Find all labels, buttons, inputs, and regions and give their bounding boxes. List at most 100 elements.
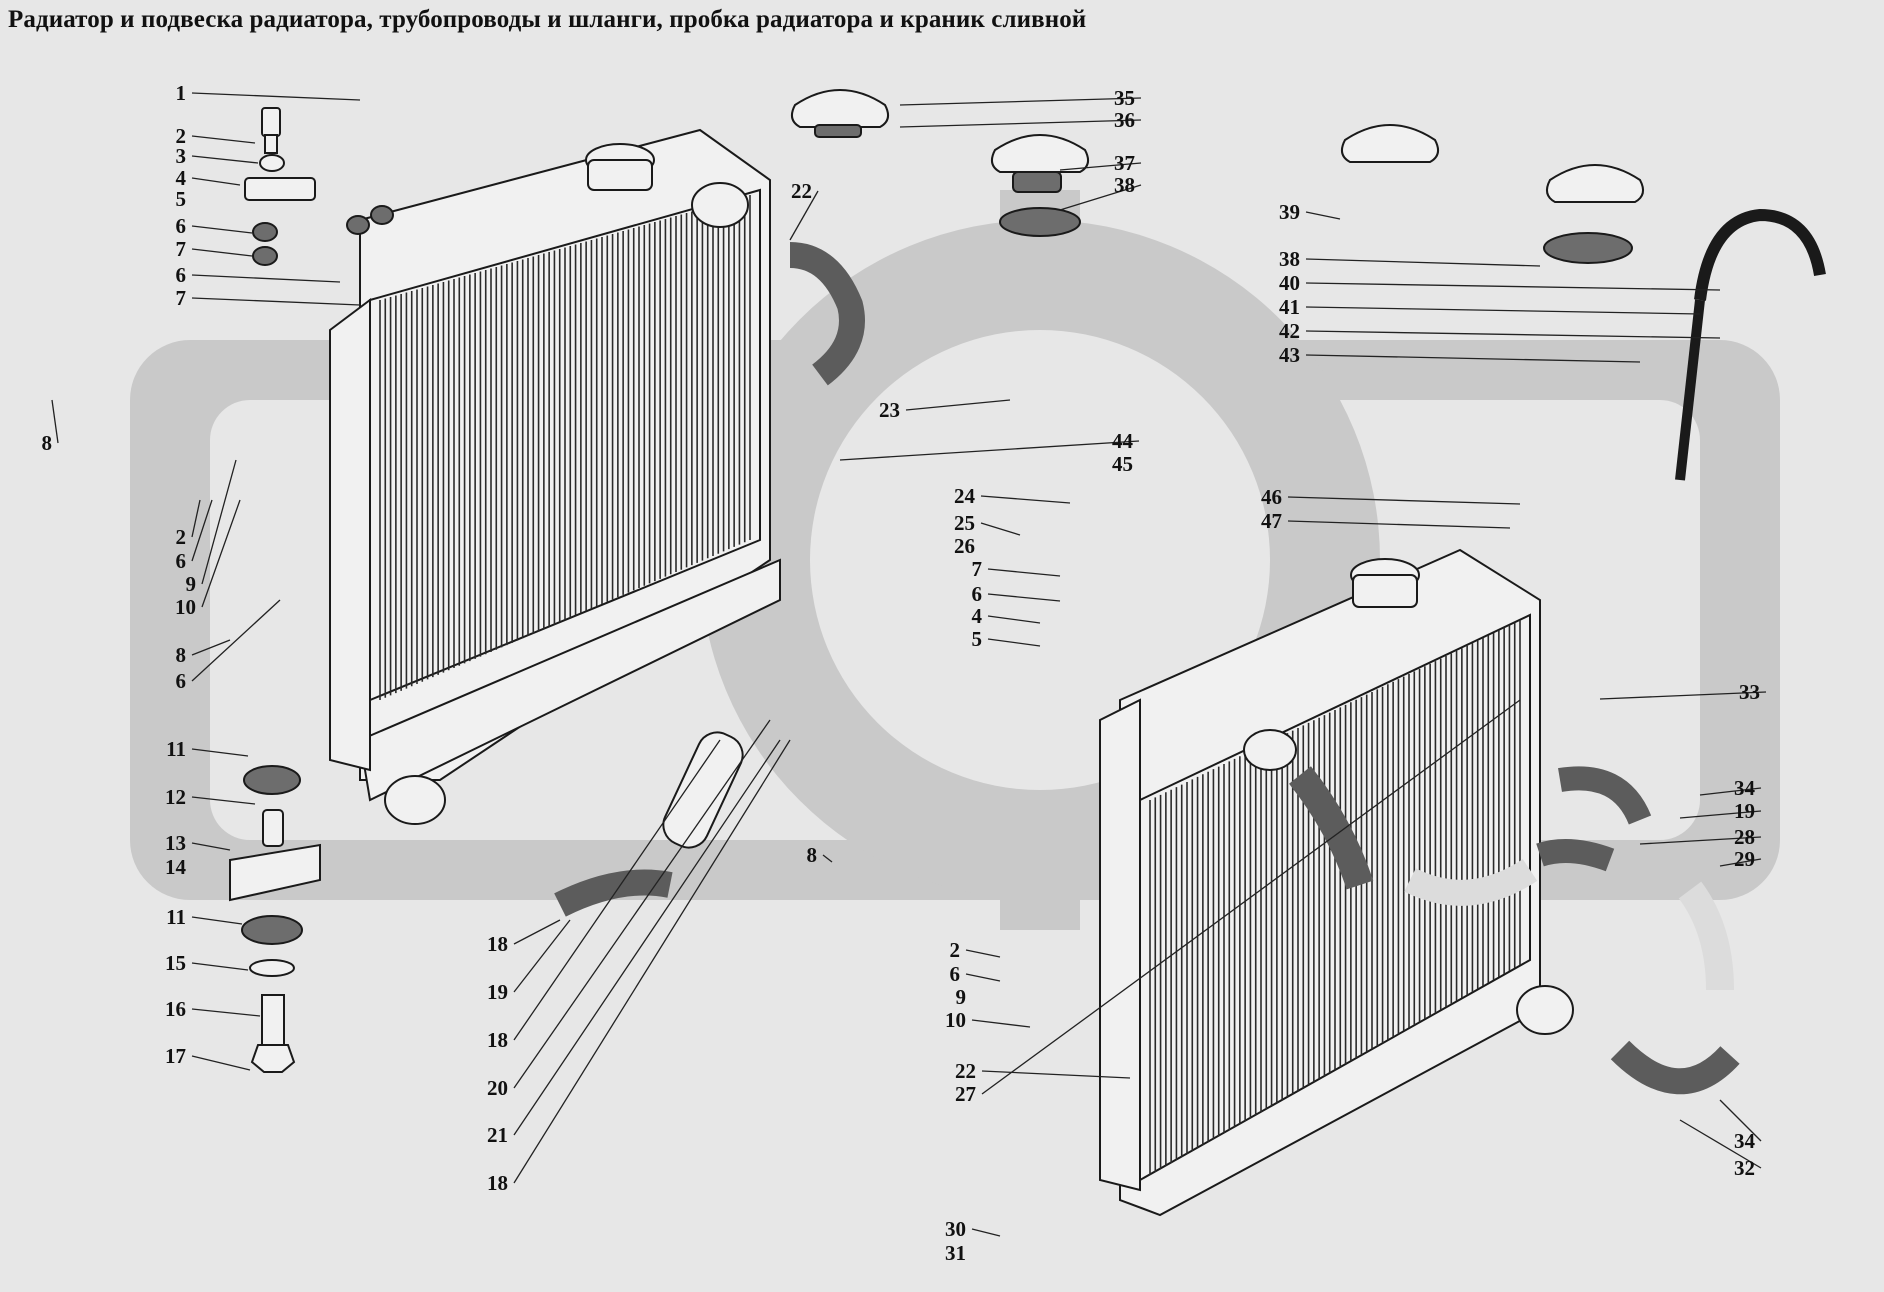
callout-10: 10: [945, 1008, 966, 1032]
callout-15: 15: [165, 951, 186, 975]
leader-line-2: [965, 949, 1001, 958]
leader-line-18: [513, 739, 721, 1041]
callout-38: 38: [1279, 247, 1300, 271]
leader-line-20: [513, 719, 771, 1089]
diagram-title: Радиатор и подвеска радиатора, трубопров…: [8, 6, 1087, 33]
callout-7: 7: [176, 286, 187, 310]
leader-line-38: [1305, 258, 1541, 267]
callout-34: 34: [1734, 1129, 1756, 1153]
leader-line-7: [191, 248, 253, 257]
callout-32: 32: [1734, 1156, 1755, 1180]
callout-20: 20: [487, 1076, 508, 1100]
callout-46: 46: [1261, 485, 1282, 509]
leader-line-8: [822, 854, 833, 863]
leader-line-40: [1305, 282, 1721, 291]
leader-line-13: [191, 842, 231, 851]
leader-line-3: [191, 155, 259, 164]
leader-line-33: [1599, 691, 1767, 700]
callout-18: 18: [487, 1171, 508, 1195]
callout-18: 18: [487, 932, 508, 956]
callout-37: 37: [1114, 151, 1135, 175]
leader-line-10: [201, 499, 241, 608]
leader-line-5: [987, 638, 1041, 647]
leader-line-42: [1305, 330, 1721, 339]
callout-26: 26: [954, 534, 975, 558]
callout-12: 12: [165, 785, 186, 809]
callout-6: 6: [176, 669, 187, 693]
callout-34: 34: [1734, 776, 1756, 800]
leader-line-36: [899, 119, 1142, 128]
callout-6: 6: [950, 962, 961, 986]
callout-2: 2: [950, 938, 961, 962]
callout-2: 2: [176, 124, 187, 148]
leader-line-10: [971, 1019, 1031, 1028]
leader-line-22: [789, 190, 819, 241]
callout-7: 7: [176, 237, 187, 261]
leader-line-25: [980, 522, 1021, 536]
callout-8: 8: [807, 843, 818, 867]
callout-6: 6: [176, 263, 187, 287]
callout-41: 41: [1279, 295, 1300, 319]
leader-line-29: [1719, 858, 1762, 867]
leader-line-43: [1305, 354, 1641, 363]
callout-22: 22: [955, 1059, 976, 1083]
leader-line-7: [987, 568, 1061, 577]
leader-line-21: [513, 739, 781, 1136]
callout-6: 6: [176, 549, 187, 573]
callout-13: 13: [165, 831, 186, 855]
leader-line-7: [191, 297, 361, 306]
leader-line-6: [191, 599, 281, 682]
leader-line-32: [1679, 1119, 1762, 1169]
callout-11: 11: [166, 737, 186, 761]
loose-parts: [229, 89, 1826, 1095]
callout-43: 43: [1279, 343, 1300, 367]
callout-28: 28: [1734, 825, 1755, 849]
callout-3: 3: [176, 144, 187, 168]
callout-10: 10: [175, 595, 196, 619]
callout-1: 1: [176, 81, 187, 105]
leader-line-18: [513, 919, 561, 945]
leader-line-11: [191, 916, 243, 925]
callout-7: 7: [972, 557, 983, 581]
callout-6: 6: [972, 582, 983, 606]
leader-line-6: [987, 593, 1061, 602]
leader-line-11: [191, 748, 249, 757]
callout-33: 33: [1739, 680, 1760, 704]
leader-line-37: [1059, 162, 1142, 171]
callout-35: 35: [1114, 86, 1135, 110]
leader-line-47: [1287, 520, 1511, 529]
leader-line-28: [1639, 836, 1762, 845]
callout-8: 8: [42, 431, 53, 455]
callout-2: 2: [176, 525, 187, 549]
leader-line-4: [191, 177, 241, 186]
callout-38: 38: [1114, 173, 1135, 197]
callout-4: 4: [972, 604, 983, 628]
callout-19: 19: [487, 980, 508, 1004]
callout-30: 30: [945, 1217, 966, 1241]
leader-line-23: [905, 399, 1011, 411]
leader-line-15: [191, 962, 249, 971]
leader-lines: [51, 92, 1767, 1237]
leader-line-46: [1287, 496, 1521, 505]
leader-line-44: [839, 440, 1140, 461]
callout-17: 17: [165, 1044, 186, 1068]
leader-line-34: [1699, 787, 1762, 796]
callout-25: 25: [954, 511, 975, 535]
callout-9: 9: [186, 572, 197, 596]
leader-line-19: [513, 919, 571, 993]
leader-line-41: [1305, 306, 1701, 315]
leader-line-6: [191, 274, 341, 283]
leader-line-18: [513, 739, 791, 1184]
callout-19: 19: [1734, 799, 1755, 823]
leader-line-35: [899, 97, 1142, 106]
leader-line-6: [191, 499, 213, 562]
leader-line-8: [51, 399, 59, 444]
leader-line-4: [987, 615, 1041, 624]
callout-18: 18: [487, 1028, 508, 1052]
callout-21: 21: [487, 1123, 508, 1147]
leader-line-16: [191, 1008, 261, 1017]
callout-16: 16: [165, 997, 186, 1021]
callout-45: 45: [1112, 452, 1133, 476]
leader-line-6: [191, 225, 253, 234]
